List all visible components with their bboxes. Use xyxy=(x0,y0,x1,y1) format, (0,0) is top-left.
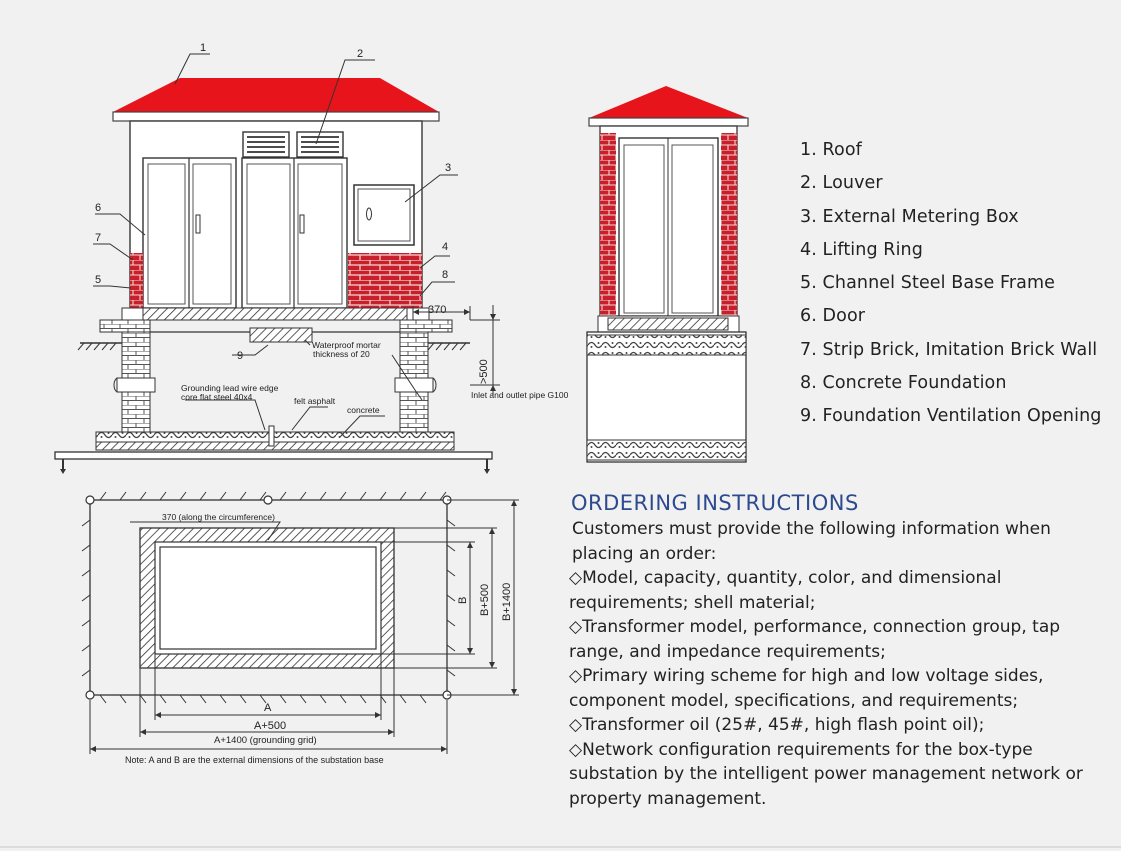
callout-2: 2 xyxy=(357,48,363,60)
door xyxy=(241,157,348,309)
plan-note: Note: A and B are the external dimension… xyxy=(125,755,384,765)
callout-1: 1 xyxy=(200,42,206,54)
ordering-item: ◇Transformer model, performance, connect… xyxy=(569,617,1061,662)
felt-asphalt-label: felt asphalt xyxy=(294,396,336,406)
plan-view: 370 (along the circumference) A A+500 A+… xyxy=(81,491,519,765)
callout-9: 9 xyxy=(237,350,243,362)
grounding-label: Grounding lead wire edge xyxy=(181,383,279,393)
ordering-instructions: ORDERING INSTRUCTIONS Customers must pro… xyxy=(569,491,1117,811)
side-elevation xyxy=(586,86,749,463)
callout-3: 3 xyxy=(445,162,451,174)
foundation-ventilation-opening xyxy=(249,327,313,343)
ordering-item: ◇Model, capacity, quantity, color, and d… xyxy=(569,568,1002,613)
dim-370-label: 370 xyxy=(428,304,446,316)
legend-item: 7. Strip Brick, Imitation Brick Wall xyxy=(800,339,1098,360)
channel-steel-base-frame xyxy=(142,307,408,321)
plan-370-label: 370 (along the circumference) xyxy=(162,512,275,522)
legend-item: 9. Foundation Ventilation Opening xyxy=(800,406,1102,427)
ordering-item: ◇Primary wiring scheme for high and low … xyxy=(569,666,1044,711)
roof-side xyxy=(589,86,748,118)
ordering-item: ◇Network configuration requirements for … xyxy=(569,739,1083,809)
component-legend: 1. Roof 2. Louver 3. External Metering B… xyxy=(800,134,1120,434)
ordering-list: ◇Model, capacity, quantity, color, and d… xyxy=(569,566,1117,811)
dim-b500-label: B+500 xyxy=(479,584,491,616)
callout-8: 8 xyxy=(442,269,448,281)
legend-item: 6. Door xyxy=(800,306,866,327)
legend-item: 4. Lifting Ring xyxy=(800,239,923,260)
callout-6: 6 xyxy=(95,202,101,214)
legend-item: 2. Louver xyxy=(800,173,883,194)
dim-a1400-label: A+1400 (grounding grid) xyxy=(214,735,317,746)
depth-500-label: >500 xyxy=(478,359,490,384)
ordering-title: ORDERING INSTRUCTIONS xyxy=(571,491,859,515)
roof xyxy=(113,78,439,112)
grounding-label-2: core flat steel 40x4 xyxy=(181,392,253,402)
callout-5: 5 xyxy=(95,274,101,286)
legend-item: 3. External Metering Box xyxy=(800,206,1019,227)
door xyxy=(142,157,237,309)
legend-item: 5. Channel Steel Base Frame xyxy=(800,273,1055,294)
inlet-pipe-label: Inlet and outlet pipe G100 xyxy=(471,390,569,400)
ordering-intro: Customers must provide the following inf… xyxy=(572,519,1051,564)
waterproof-label: Waterproof mortar xyxy=(312,340,381,350)
ordering-item: ◇Transformer oil (25#, 45#, high flash p… xyxy=(569,715,985,735)
divider xyxy=(0,846,1121,848)
louver xyxy=(242,131,344,158)
dim-b1400-label: B+1400 xyxy=(501,583,513,621)
dim-a-label: A xyxy=(264,702,272,714)
waterproof-label-2: thickness of 20 xyxy=(313,349,370,359)
callout-7: 7 xyxy=(95,232,101,244)
front-elevation: 370 >500 1 2 3 4 6 7 5 xyxy=(54,42,569,474)
dim-a500-label: A+500 xyxy=(254,720,286,732)
imitation-brick-wall xyxy=(130,253,143,308)
callout-4: 4 xyxy=(442,241,448,253)
metering-box xyxy=(353,184,415,246)
concrete-label: concrete xyxy=(347,405,380,415)
imitation-brick-wall xyxy=(348,253,422,308)
legend-item: 8. Concrete Foundation xyxy=(800,373,1007,394)
legend-item: 1. Roof xyxy=(800,140,862,160)
dim-b-label: B xyxy=(457,597,469,604)
